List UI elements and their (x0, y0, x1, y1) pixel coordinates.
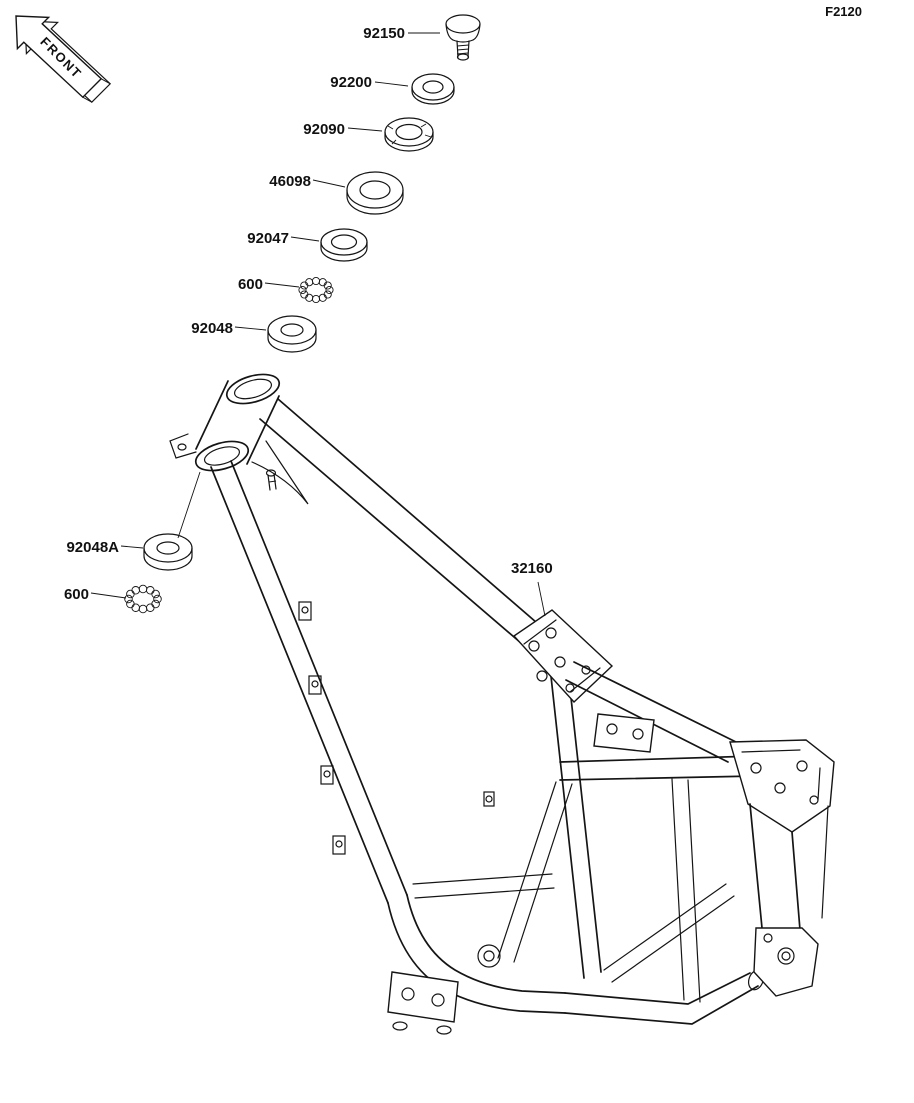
part-label-dust-seal: 46098 (269, 173, 311, 190)
part-label-cap-bolt: 92150 (363, 25, 405, 42)
leader-lines (90, 32, 546, 617)
bearing-upper-drawing (267, 315, 317, 353)
part-label-frame: 32160 (511, 560, 553, 577)
bearing-lower-drawing (143, 533, 193, 571)
part-label-bearing-lower: 92048A (66, 539, 119, 556)
part-label-washer: 92200 (330, 74, 372, 91)
front-arrow: FRONT (15, 15, 112, 104)
bearing-race-drawing (320, 228, 368, 262)
page-ref-code: F2120 (825, 4, 862, 19)
part-label-balls-lower: 600 (64, 586, 89, 603)
ball-set-lower-drawing (124, 584, 162, 614)
stem-nut-drawing (384, 117, 434, 152)
frame-drawing (169, 373, 835, 1035)
ball-set-upper-drawing (298, 276, 334, 304)
part-label-balls-upper: 600 (238, 276, 263, 293)
part-label-bearing-upper: 92048 (191, 320, 233, 337)
part-label-race-upper: 92047 (247, 230, 289, 247)
dust-seal-drawing (346, 171, 404, 215)
cap-bolt-drawing (445, 14, 481, 61)
washer-drawing (411, 73, 455, 105)
part-label-stem-nut: 92090 (303, 121, 345, 138)
